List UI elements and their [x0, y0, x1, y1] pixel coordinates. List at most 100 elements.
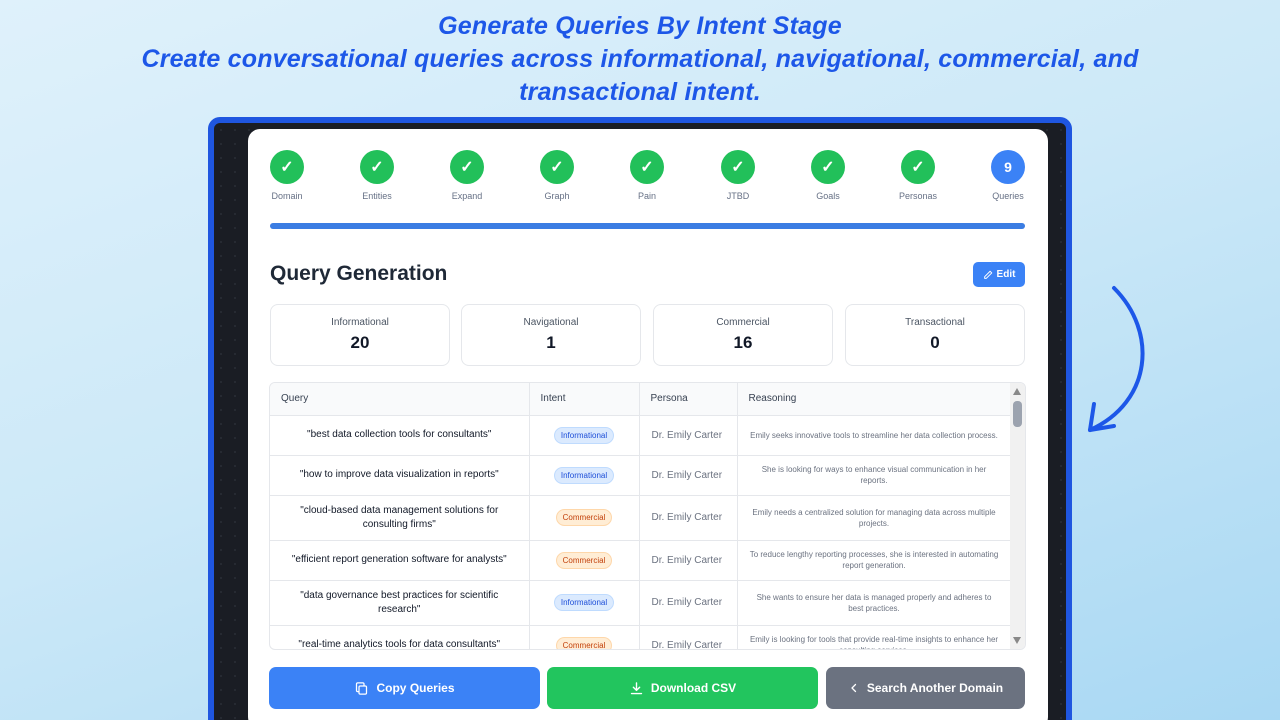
headline: Generate Queries By Intent Stage Create …: [0, 10, 1280, 109]
step-label: Domain: [271, 191, 303, 201]
download-csv-label: Download CSV: [650, 681, 737, 695]
intent-cell: Commercial: [529, 495, 640, 541]
scroll-down-arrow-icon[interactable]: [1013, 637, 1021, 644]
pencil-icon: [983, 270, 992, 279]
query-cell: "efficient report generation software fo…: [270, 540, 530, 581]
stepper: ✓ Domain ✓ Entities ✓ Expand ✓ Graph ✓ P…: [270, 150, 1026, 202]
intent-badge: Commercial: [555, 636, 613, 649]
step-queries[interactable]: 9 Queries: [973, 150, 1043, 201]
check-icon: ✓: [360, 150, 394, 184]
stat-informational: Informational 20: [270, 304, 450, 366]
stat-value: 0: [930, 333, 940, 352]
progress-bar: [270, 223, 1025, 229]
stat-label: Commercial: [716, 317, 770, 328]
column-header-intent[interactable]: Intent: [529, 383, 640, 416]
stat-commercial: Commercial 16: [653, 304, 833, 366]
step-label: JTBD: [726, 191, 750, 201]
check-icon: ✓: [901, 150, 935, 184]
step-domain[interactable]: ✓ Domain: [252, 150, 322, 201]
headline-subtitle: Create conversational queries across inf…: [141, 45, 1139, 106]
table-row[interactable]: "data governance best practices for scie…: [270, 580, 1012, 626]
table-row[interactable]: "efficient report generation software fo…: [270, 540, 1012, 581]
stat-value: 20: [350, 333, 370, 352]
check-icon: ✓: [721, 150, 755, 184]
persona-cell: Dr. Emily Carter: [639, 580, 738, 626]
step-jtbd[interactable]: ✓ JTBD: [703, 150, 773, 201]
intent-cell: Informational: [529, 580, 640, 626]
check-icon: ✓: [270, 150, 304, 184]
stat-label: Transactional: [905, 317, 965, 328]
intent-cell: Commercial: [529, 625, 640, 649]
query-cell: "data governance best practices for scie…: [270, 580, 530, 626]
query-cell: "best data collection tools for consulta…: [270, 415, 530, 456]
stat-transactional: Transactional 0: [845, 304, 1025, 366]
reasoning-cell: Emily needs a centralized solution for m…: [737, 495, 1012, 541]
column-header-query[interactable]: Query: [270, 383, 530, 416]
table-row[interactable]: "real-time analytics tools for data cons…: [270, 625, 1012, 649]
intent-badge: Informational: [553, 426, 615, 444]
query-cell: "cloud-based data management solutions f…: [270, 495, 530, 541]
curved-arrow-icon: [1088, 286, 1145, 432]
stat-label: Informational: [331, 317, 389, 328]
stat-value: 16: [733, 333, 753, 352]
table-row[interactable]: "how to improve data visualization in re…: [270, 455, 1012, 496]
scroll-thumb[interactable]: [1013, 401, 1022, 427]
step-label: Personas: [898, 191, 938, 201]
stat-label: Navigational: [523, 317, 579, 328]
intent-badge: Commercial: [555, 551, 613, 569]
step-label: Queries: [992, 191, 1024, 201]
step-label: Entities: [362, 191, 392, 201]
persona-cell: Dr. Emily Carter: [639, 415, 738, 456]
step-personas[interactable]: ✓ Personas: [883, 150, 953, 201]
page-title: Query Generation: [270, 262, 448, 285]
progress-fill: [270, 223, 1025, 229]
query-table: Query Intent Persona Reasoning "best dat…: [269, 382, 1026, 650]
step-entities[interactable]: ✓ Entities: [342, 150, 412, 201]
intent-badge: Informational: [553, 466, 615, 484]
search-another-domain-label: Search Another Domain: [866, 681, 1004, 695]
persona-cell: Dr. Emily Carter: [639, 455, 738, 496]
intent-cell: Informational: [529, 415, 640, 456]
intent-cell: Informational: [529, 455, 640, 496]
stat-navigational: Navigational 1: [461, 304, 641, 366]
check-icon: ✓: [811, 150, 845, 184]
step-graph[interactable]: ✓ Graph: [522, 150, 592, 201]
intent-cell: Commercial: [529, 540, 640, 581]
intent-badge: Informational: [553, 594, 615, 611]
copy-icon: [356, 681, 368, 695]
reasoning-cell: To reduce lengthy reporting processes, s…: [737, 540, 1012, 581]
step-goals[interactable]: ✓ Goals: [793, 150, 863, 201]
persona-cell: Dr. Emily Carter: [639, 625, 738, 649]
table-row[interactable]: "cloud-based data management solutions f…: [270, 495, 1012, 541]
column-header-persona[interactable]: Persona: [639, 383, 738, 416]
step-label: Graph: [544, 191, 570, 201]
persona-cell: Dr. Emily Carter: [639, 540, 738, 581]
intent-badge: Commercial: [555, 509, 613, 526]
reasoning-cell: Emily seeks innovative tools to streamli…: [737, 415, 1012, 456]
step-label: Goals: [816, 191, 840, 201]
step-number: 9: [991, 150, 1025, 184]
check-icon: ✓: [540, 150, 574, 184]
edit-button[interactable]: Edit: [973, 262, 1025, 287]
headline-title: Generate Queries By Intent Stage: [438, 12, 842, 40]
reasoning-cell: She is looking for ways to enhance visua…: [737, 455, 1012, 496]
table-header-row: Query Intent Persona Reasoning: [270, 383, 1012, 416]
reasoning-cell: Emily is looking for tools that provide …: [737, 625, 1012, 649]
scroll-up-arrow-icon[interactable]: [1013, 388, 1021, 395]
column-header-reasoning[interactable]: Reasoning: [737, 383, 1012, 416]
copy-queries-label: Copy Queries: [376, 681, 455, 695]
persona-cell: Dr. Emily Carter: [639, 495, 738, 541]
stat-value: 1: [546, 333, 556, 352]
search-another-domain-button[interactable]: Search Another Domain: [826, 667, 1025, 709]
edit-label: Edit: [996, 269, 1016, 280]
table-scrollbar[interactable]: [1010, 383, 1025, 649]
reasoning-cell: She wants to ensure her data is managed …: [737, 580, 1012, 626]
step-pain[interactable]: ✓ Pain: [612, 150, 682, 201]
step-expand[interactable]: ✓ Expand: [432, 150, 502, 201]
step-label: Pain: [637, 191, 656, 201]
query-cell: "real-time analytics tools for data cons…: [270, 625, 530, 649]
check-icon: ✓: [450, 150, 484, 184]
download-csv-button[interactable]: Download CSV: [547, 667, 818, 709]
copy-queries-button[interactable]: Copy Queries: [269, 667, 540, 709]
table-row[interactable]: "best data collection tools for consulta…: [270, 415, 1012, 456]
